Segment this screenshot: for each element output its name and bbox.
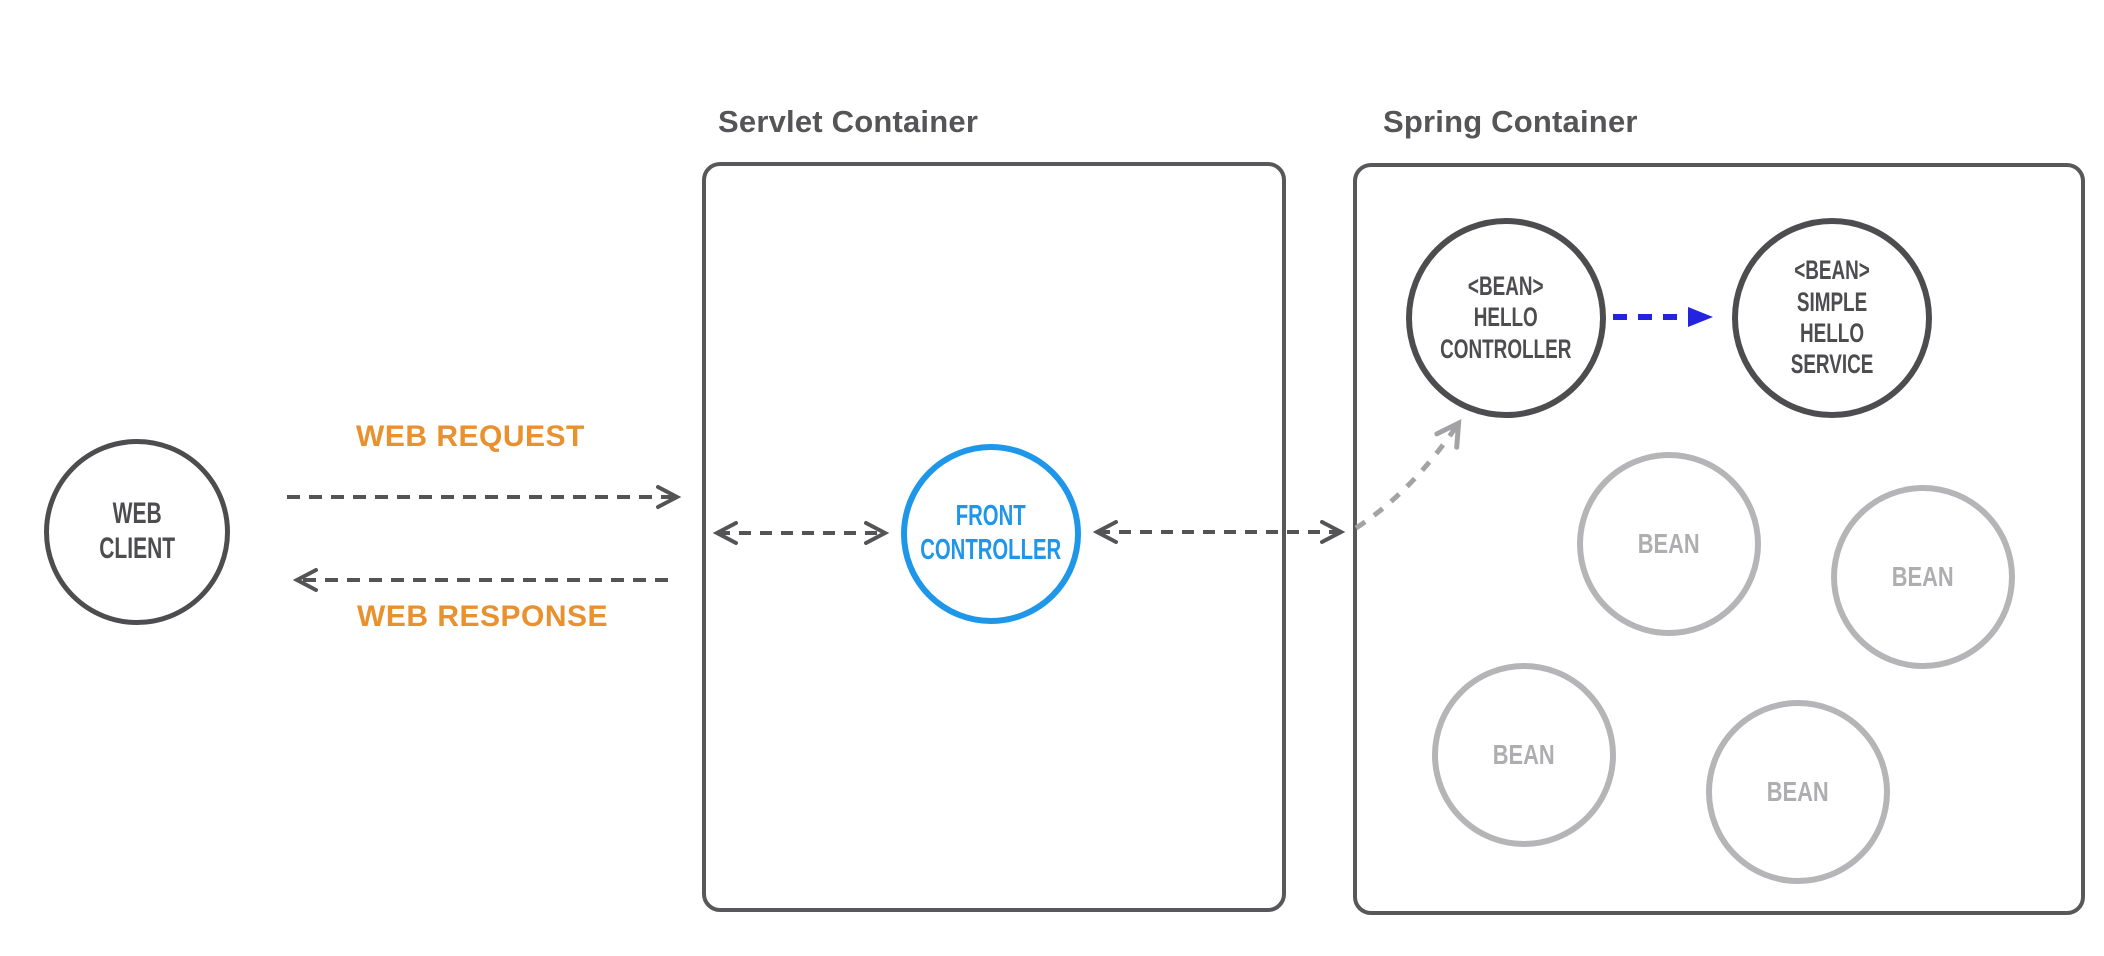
bean-label: BEAN bbox=[1638, 527, 1700, 559]
bean-node: BEAN bbox=[1432, 663, 1616, 847]
spring-container-title: Spring Container bbox=[1383, 104, 1638, 139]
front-controller-node: FRONT CONTROLLER bbox=[901, 444, 1081, 624]
bean-node: BEAN bbox=[1577, 452, 1761, 636]
servlet-container-title: Servlet Container bbox=[718, 104, 979, 139]
bean-label: BEAN bbox=[1493, 738, 1555, 770]
front-controller-label: FRONT CONTROLLER bbox=[920, 500, 1062, 566]
web-client-label: WEB CLIENT bbox=[99, 497, 175, 565]
simple-hello-service-bean-label: <BEAN> SIMPLE HELLO SERVICE bbox=[1790, 255, 1874, 380]
hello-controller-bean-node: <BEAN> HELLO CONTROLLER bbox=[1406, 218, 1606, 418]
hello-controller-bean-label: <BEAN> HELLO CONTROLLER bbox=[1440, 271, 1572, 364]
bean-label: BEAN bbox=[1767, 775, 1829, 807]
bean-node: BEAN bbox=[1706, 700, 1890, 884]
bean-node: BEAN bbox=[1831, 485, 2015, 669]
simple-hello-service-bean-node: <BEAN> SIMPLE HELLO SERVICE bbox=[1732, 218, 1932, 418]
web-request-label: WEB REQUEST bbox=[356, 420, 585, 453]
bean-label: BEAN bbox=[1892, 560, 1954, 592]
web-client-node: WEB CLIENT bbox=[44, 439, 230, 625]
web-response-label: WEB RESPONSE bbox=[357, 600, 609, 633]
